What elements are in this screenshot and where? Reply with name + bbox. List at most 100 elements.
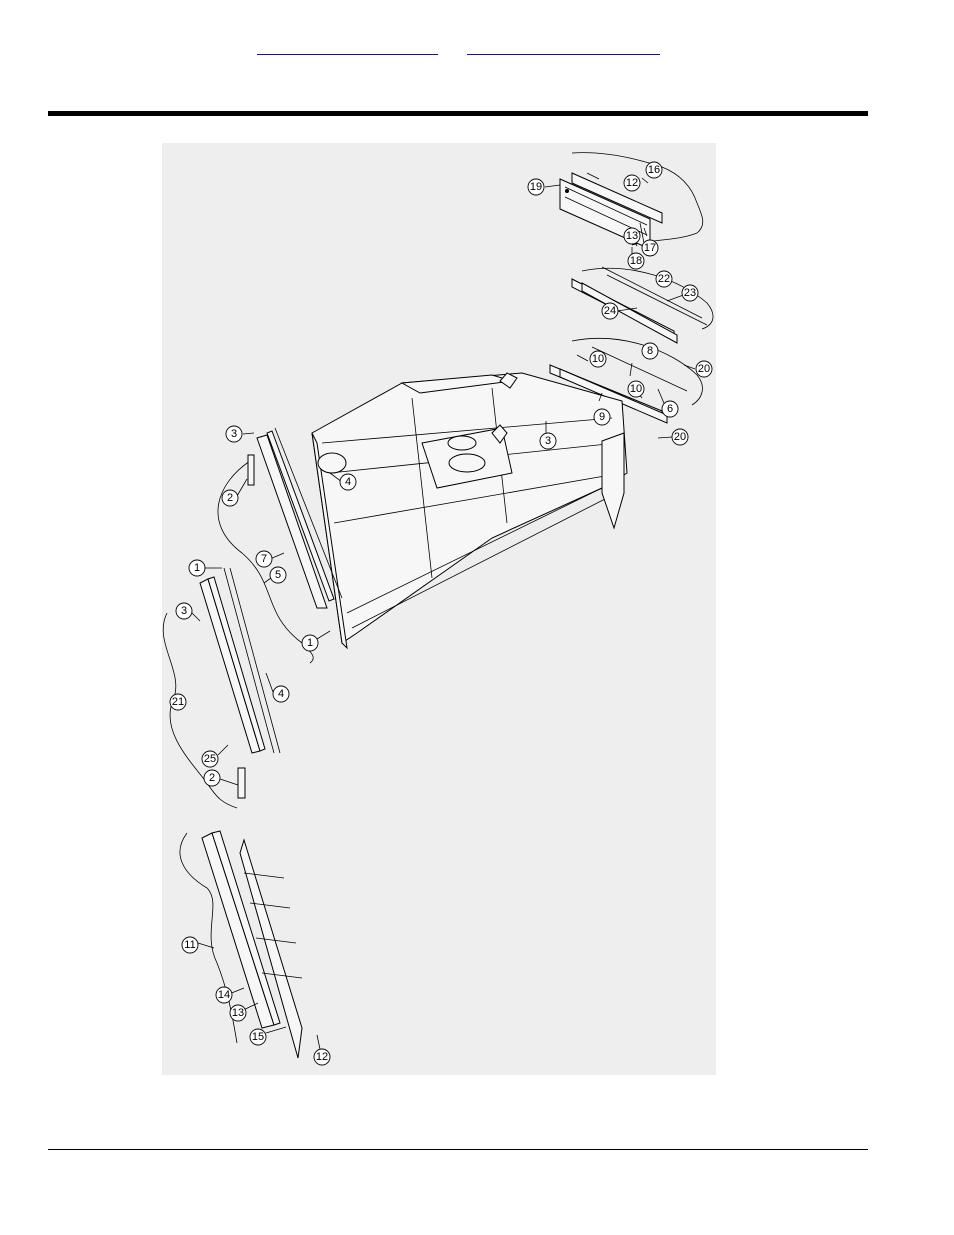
callout-number: 8 — [647, 345, 653, 357]
callout-6: 6 — [661, 400, 679, 418]
callout-number: 19 — [530, 181, 542, 193]
callout-number: 9 — [599, 411, 605, 423]
left-knife-assembly-2 — [162, 567, 281, 809]
callout-circle — [645, 161, 663, 179]
callout-number: 18 — [630, 255, 642, 267]
callout-circle — [339, 473, 357, 491]
callout-circle — [255, 550, 273, 568]
callout-number: 3 — [231, 428, 237, 440]
header-link-1[interactable] — [257, 38, 438, 55]
callout-10: 10 — [627, 380, 645, 398]
callout-number: 2 — [209, 772, 215, 784]
callout-circle — [249, 1028, 267, 1046]
callout-layer: 1122333445678910101112121313141516171819… — [169, 161, 713, 1066]
callout-number: 14 — [218, 989, 230, 1001]
callout-3: 3 — [225, 425, 243, 443]
callout-number: 12 — [316, 1051, 328, 1063]
callout-number: 4 — [345, 476, 351, 488]
callout-circle — [169, 693, 187, 711]
callout-number: 22 — [658, 273, 670, 285]
callout-circle — [229, 1004, 247, 1022]
callout-number: 24 — [604, 305, 616, 317]
callout-8: 8 — [641, 342, 659, 360]
callout-5: 5 — [269, 566, 287, 584]
callout-1: 1 — [301, 634, 319, 652]
callout-number: 1 — [194, 562, 200, 574]
callout-number: 7 — [261, 553, 267, 565]
callout-1: 1 — [188, 559, 206, 577]
callout-12: 12 — [623, 174, 641, 192]
top-divider — [48, 111, 868, 116]
callout-17: 17 — [641, 239, 659, 257]
callout-circle — [175, 602, 193, 620]
callout-circle — [181, 936, 199, 954]
callout-circle — [188, 559, 206, 577]
callout-number: 23 — [684, 287, 696, 299]
header-links — [0, 38, 954, 58]
callout-circle — [589, 350, 607, 368]
left-knife-assembly — [217, 427, 343, 664]
callout-circle — [225, 425, 243, 443]
callout-number: 17 — [644, 242, 656, 254]
callout-circle — [201, 750, 219, 768]
callout-23: 23 — [681, 284, 699, 302]
callout-18: 18 — [627, 252, 645, 270]
callout-25: 25 — [201, 750, 219, 768]
callout-circle — [221, 489, 239, 507]
callout-7: 7 — [255, 550, 273, 568]
callout-21: 21 — [169, 693, 187, 711]
callout-circle — [623, 174, 641, 192]
callout-number: 12 — [626, 177, 638, 189]
callout-number: 1 — [307, 637, 313, 649]
callout-number: 5 — [275, 569, 281, 581]
callout-circle — [695, 360, 713, 378]
callout-24: 24 — [601, 302, 619, 320]
callout-16: 16 — [645, 161, 663, 179]
callout-number: 16 — [648, 164, 660, 176]
callout-number: 10 — [630, 383, 642, 395]
callout-14: 14 — [215, 986, 233, 1004]
callout-13: 13 — [623, 227, 641, 245]
callout-15: 15 — [249, 1028, 267, 1046]
callout-circle — [641, 342, 659, 360]
callout-19: 19 — [527, 178, 545, 196]
callout-number: 4 — [278, 688, 284, 700]
callout-circle — [215, 986, 233, 1004]
callout-12: 12 — [313, 1048, 331, 1066]
callout-number: 10 — [592, 353, 604, 365]
callout-circle — [655, 270, 673, 288]
callout-circle — [641, 239, 659, 257]
callout-circle — [601, 302, 619, 320]
callout-number: 11 — [184, 939, 195, 951]
callout-number: 20 — [698, 363, 710, 375]
callout-11: 11 — [181, 936, 199, 954]
knife-section-upper — [571, 266, 714, 344]
callout-circle — [593, 408, 611, 426]
callout-circle — [539, 432, 557, 450]
callout-20: 20 — [695, 360, 713, 378]
callout-number: 13 — [232, 1007, 244, 1019]
callout-2: 2 — [221, 489, 239, 507]
deck-frame — [311, 372, 628, 650]
callout-number: 6 — [667, 403, 673, 415]
callout-circle — [627, 380, 645, 398]
callout-3: 3 — [175, 602, 193, 620]
callout-circle — [301, 634, 319, 652]
callout-circle — [272, 685, 290, 703]
callout-circle — [527, 178, 545, 196]
callout-circle — [627, 252, 645, 270]
callout-10: 10 — [589, 350, 607, 368]
callout-9: 9 — [593, 408, 611, 426]
callout-4: 4 — [339, 473, 357, 491]
callout-number: 21 — [172, 696, 184, 708]
header-link-2[interactable] — [467, 38, 660, 55]
skid-shoe-assembly — [179, 830, 303, 1059]
callout-4: 4 — [272, 685, 290, 703]
bottom-divider — [48, 1149, 868, 1150]
callout-number: 25 — [204, 753, 216, 765]
knife-section-lower — [549, 337, 703, 424]
callout-3: 3 — [539, 432, 557, 450]
callout-circle — [313, 1048, 331, 1066]
callout-circle — [269, 566, 287, 584]
